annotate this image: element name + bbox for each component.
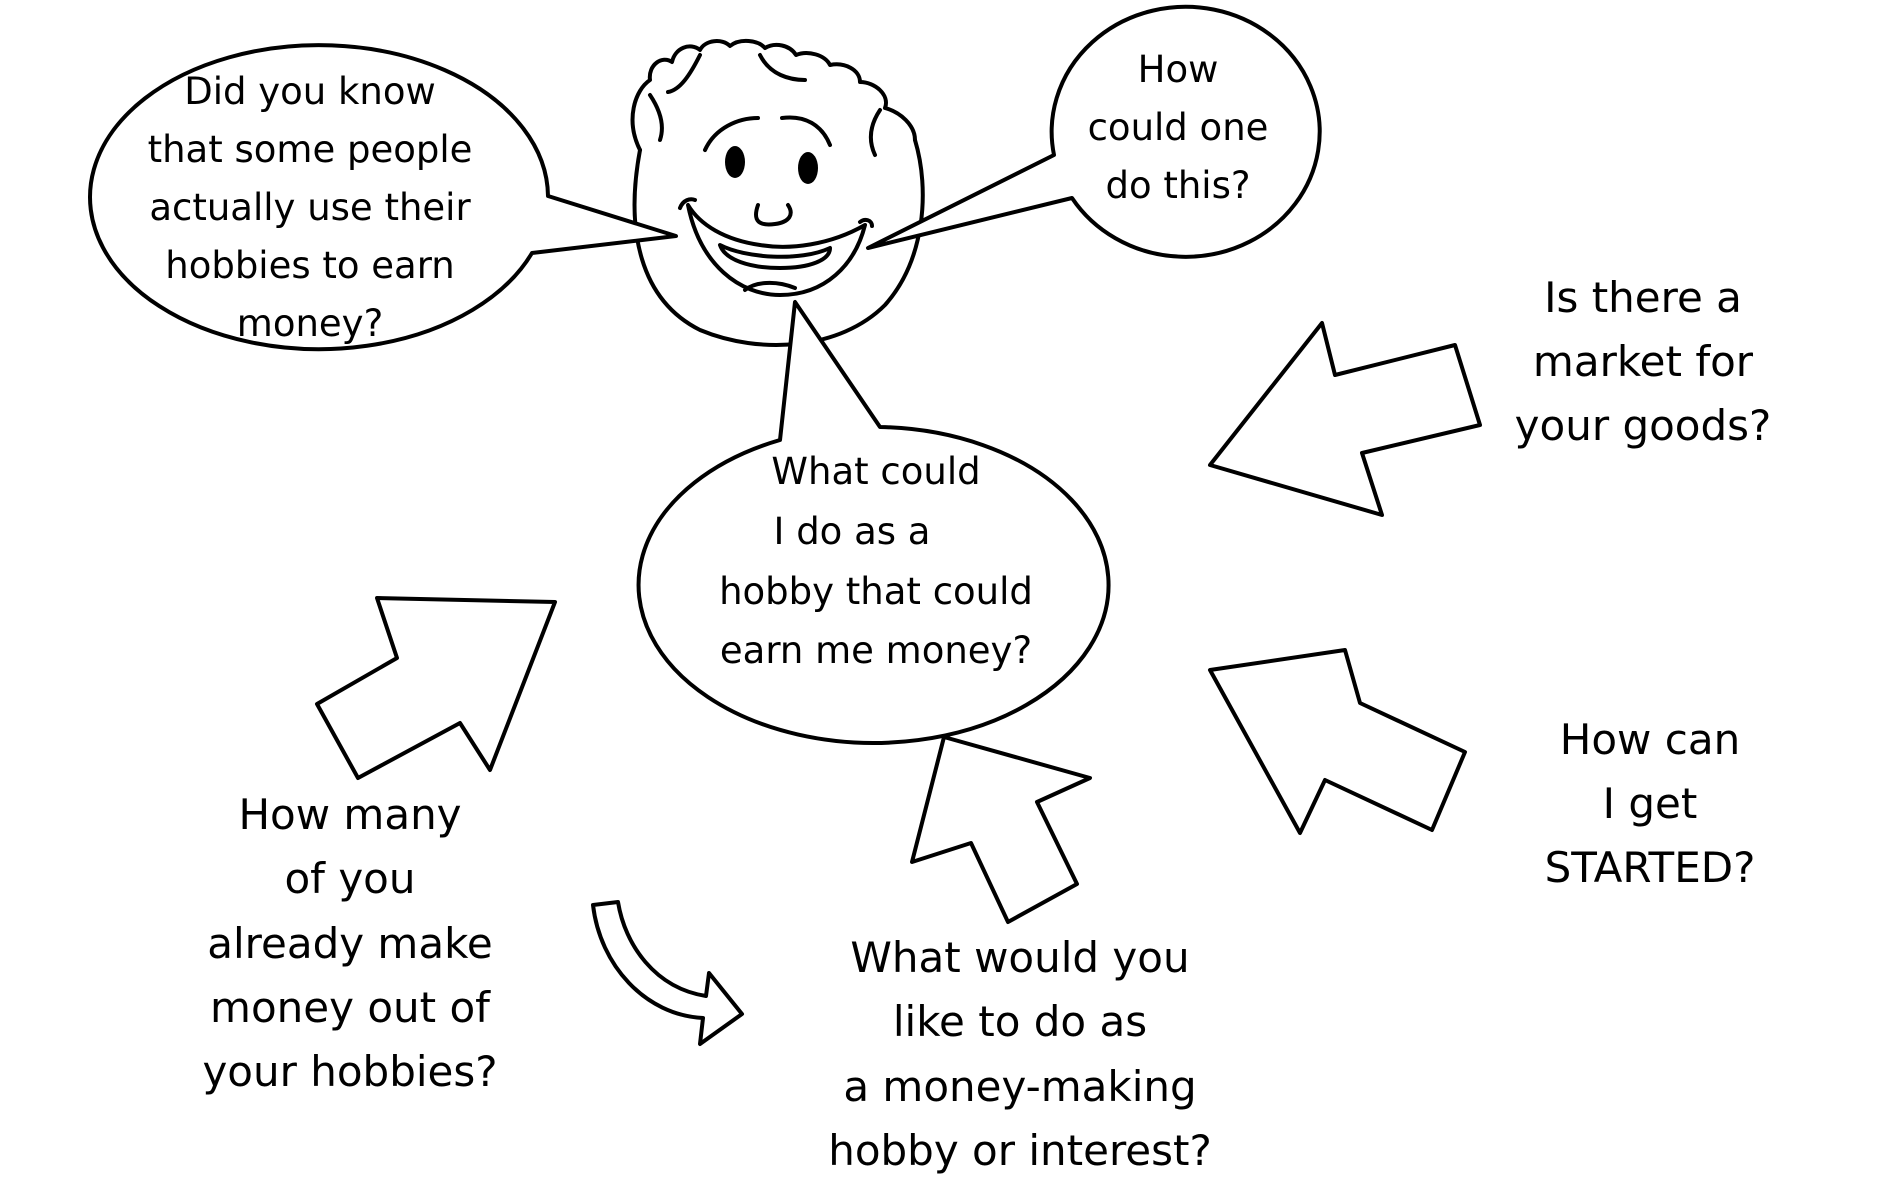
what-would-line-4: hobby or interest? — [828, 1126, 1212, 1175]
what-would-line-2: like to do as — [893, 997, 1147, 1046]
mouth — [686, 203, 867, 297]
did-you-know-line-1: Did you know — [184, 70, 436, 113]
center-question-line-4: earn me money? — [720, 629, 1032, 672]
market-line-1: Is there a — [1544, 273, 1742, 322]
question-market: Is there a market for your goods? — [1515, 273, 1772, 450]
did-you-know-line-2: that some people — [148, 128, 473, 171]
right-eye — [798, 152, 818, 184]
question-what-would: What would you like to do as a money-mak… — [828, 933, 1212, 1175]
arrow-from-started-icon — [1208, 648, 1467, 835]
arrow-from-how-many-icon — [315, 596, 557, 780]
center-question-line-2: I do as a — [774, 510, 931, 553]
smiling-face-illustration — [630, 39, 925, 347]
question-started: How can I get STARTED? — [1545, 715, 1756, 892]
how-many-line-3: already make — [207, 919, 493, 968]
speech-bubble-did-you-know: Did you know that some people actually u… — [88, 43, 678, 352]
how-could-line-3: do this? — [1105, 164, 1250, 207]
nose — [754, 203, 793, 227]
market-line-2: market for — [1533, 337, 1754, 386]
left-eye — [725, 146, 745, 178]
center-question-line-3: hobby that could — [719, 570, 1033, 613]
right-eyebrow — [780, 115, 832, 147]
how-could-line-2: could one — [1088, 106, 1269, 149]
how-could-line-1: How — [1138, 48, 1219, 91]
center-question-line-1: What could — [771, 450, 980, 493]
started-line-1: How can — [1560, 715, 1740, 764]
speech-bubble-center-question: What could I do as a hobby that could ea… — [636, 300, 1111, 745]
question-how-many: How many of you already make money out o… — [202, 790, 497, 1096]
hair — [630, 39, 917, 157]
how-many-line-5: your hobbies? — [202, 1047, 497, 1096]
started-line-2: I get — [1603, 779, 1698, 828]
did-you-know-line-5: money? — [237, 302, 383, 345]
how-many-line-2: of you — [284, 854, 415, 903]
how-many-line-4: money out of — [210, 983, 491, 1032]
teeth — [718, 243, 832, 270]
did-you-know-line-4: hobbies to earn — [165, 244, 455, 287]
what-would-line-3: a money-making — [843, 1062, 1196, 1111]
how-many-line-1: How many — [238, 790, 461, 839]
mouth-corners — [678, 197, 874, 228]
arrow-from-what-would-icon — [910, 735, 1092, 924]
arrow-from-market-icon — [1208, 321, 1482, 517]
did-you-know-line-3: actually use their — [149, 186, 471, 229]
started-line-3: STARTED? — [1545, 843, 1756, 892]
market-line-3: your goods? — [1515, 401, 1772, 450]
left-eyebrow — [703, 116, 760, 152]
curved-arrow-icon — [591, 900, 744, 1046]
tongue — [743, 281, 797, 292]
speech-bubble-how-could: How could one do this? — [866, 4, 1322, 259]
what-would-line-1: What would you — [850, 933, 1189, 982]
